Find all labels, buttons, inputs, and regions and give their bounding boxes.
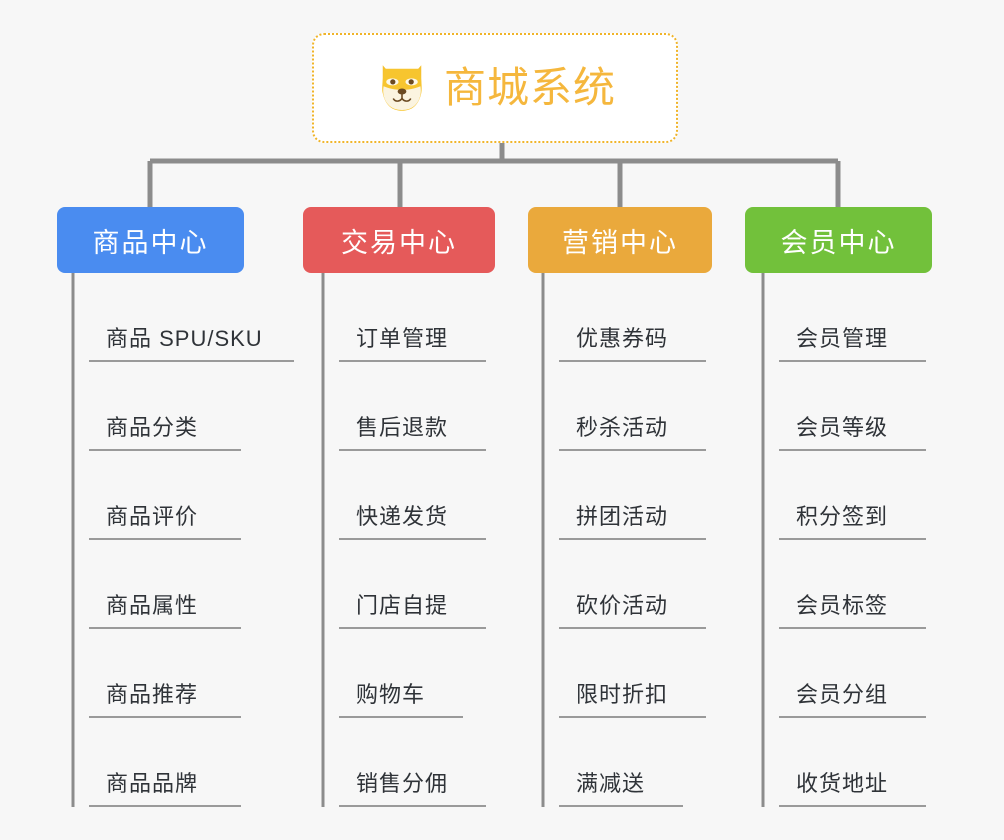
category-box-marketing-center[interactable]: 营销中心	[528, 207, 712, 273]
leaf-item-label: 订单管理	[356, 326, 449, 351]
category-box-member-center[interactable]: 会员中心	[745, 207, 932, 273]
leaf-item-label: 会员分组	[796, 682, 889, 707]
leaf-item-underline	[779, 538, 926, 540]
leaf-item-label: 商品 SPU/SKU	[106, 326, 263, 351]
leaf-item-underline	[559, 805, 683, 807]
leaf-item-underline	[89, 538, 241, 540]
category-label: 营销中心	[562, 227, 678, 258]
leaf-item-label: 拼团活动	[576, 504, 669, 529]
leaf-item-underline	[559, 360, 706, 362]
leaf-item-underline	[339, 360, 486, 362]
leaf-item-label: 优惠券码	[576, 326, 669, 351]
category-label: 商品中心	[92, 227, 209, 258]
leaf-item-underline	[779, 716, 926, 718]
leaf-item-label: 快递发货	[356, 504, 449, 529]
leaf-item-label: 收货地址	[796, 771, 889, 796]
leaf-item-underline	[89, 627, 241, 629]
leaf-item-label: 商品推荐	[106, 682, 199, 707]
leaf-item-underline	[339, 627, 486, 629]
leaf-item-underline	[559, 627, 706, 629]
root-title: 商城系统	[443, 64, 616, 111]
category-label: 会员中心	[780, 227, 897, 258]
leaf-item-underline	[779, 805, 926, 807]
shiba-dog-face-icon	[382, 65, 422, 111]
leaf-item-label: 门店自提	[356, 593, 449, 618]
category-box-trade-center[interactable]: 交易中心	[303, 207, 495, 273]
leaf-item-label: 商品属性	[106, 593, 199, 618]
leaf-item-underline	[779, 627, 926, 629]
category-label: 交易中心	[341, 227, 457, 258]
leaf-item-label: 秒杀活动	[576, 415, 669, 440]
leaf-item-label: 会员管理	[796, 326, 889, 351]
leaf-item-label: 满减送	[576, 771, 646, 796]
leaf-item-label: 积分签到	[796, 504, 889, 529]
leaf-item-label: 购物车	[356, 682, 426, 707]
leaf-item-label: 砍价活动	[576, 593, 669, 618]
root-node[interactable]: 商城系统	[312, 33, 678, 143]
leaf-item-underline	[339, 716, 463, 718]
leaf-item-label: 销售分佣	[356, 771, 449, 796]
category-box-product-center[interactable]: 商品中心	[57, 207, 244, 273]
leaf-item-underline	[559, 538, 706, 540]
leaf-item-underline	[89, 716, 241, 718]
leaf-item-underline	[339, 538, 486, 540]
leaf-item-underline	[779, 449, 926, 451]
leaf-item-underline	[339, 449, 486, 451]
leaf-item-underline	[339, 805, 486, 807]
leaf-item-underline	[559, 716, 706, 718]
leaf-item-label: 限时折扣	[576, 682, 669, 707]
leaf-item-label: 商品分类	[106, 415, 199, 440]
leaf-item-underline	[779, 360, 926, 362]
leaf-item-underline	[89, 449, 241, 451]
leaf-item-label: 售后退款	[356, 415, 449, 440]
leaf-item-underline	[89, 360, 294, 362]
leaf-item-label: 会员标签	[796, 593, 889, 618]
leaf-item-label: 会员等级	[796, 415, 889, 440]
leaf-item-label: 商品评价	[106, 504, 199, 529]
leaf-item-underline	[89, 805, 241, 807]
leaf-item-underline	[559, 449, 706, 451]
leaf-item-label: 商品品牌	[106, 771, 199, 796]
